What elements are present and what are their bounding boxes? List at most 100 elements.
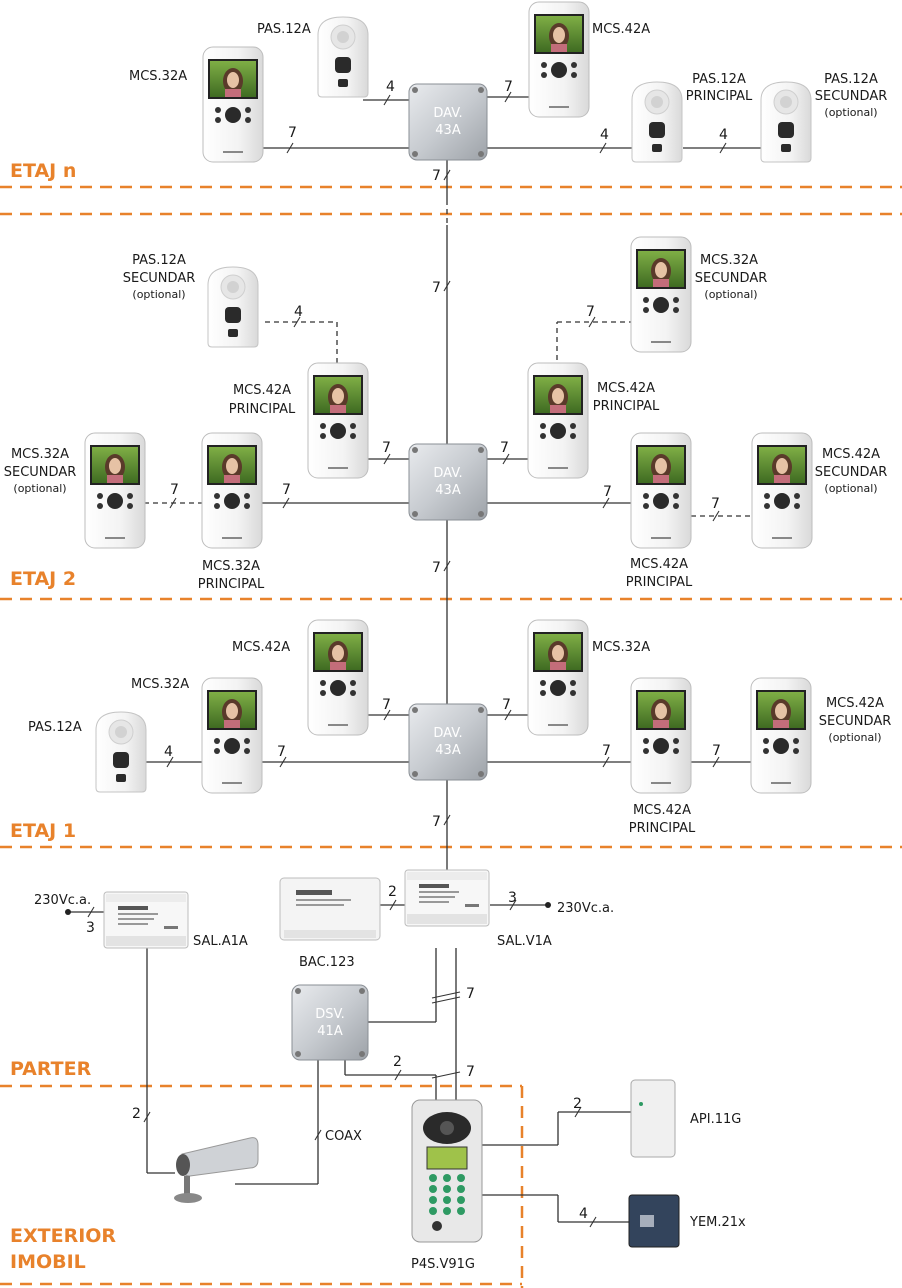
power-supply-icon (103, 891, 189, 949)
distributor-box-icon (408, 83, 488, 161)
monitor-icon (201, 677, 263, 794)
monitor-icon (527, 619, 589, 736)
distributor-label: 43A (435, 743, 461, 758)
device-label: MCS.32A (592, 640, 650, 655)
device-optional: (optional) (13, 482, 66, 495)
outdoor-panel-icon (411, 1099, 483, 1243)
wire-count: 7 (500, 440, 509, 456)
device-role: PRINCIPAL (629, 821, 696, 836)
device-optional: (optional) (824, 482, 877, 495)
dsv-box-icon (291, 984, 369, 1061)
monitor-icon (630, 677, 692, 794)
device-role: SECUNDAR (815, 89, 888, 104)
distributor-box-icon (408, 443, 488, 521)
floor-separators (0, 185, 902, 1288)
wire-count: 7 (432, 280, 441, 296)
device-optional: (optional) (132, 288, 185, 301)
monitor-icon (750, 677, 812, 794)
device-label: MCS.42A (630, 557, 688, 572)
dsv-label: 41A (317, 1024, 343, 1039)
wire-count: 4 (600, 127, 609, 143)
device-label: PAS.12A (824, 72, 878, 87)
wire-count: 7 (602, 743, 611, 759)
device-label: MCS.42A (826, 696, 884, 711)
wire-count: 7 (466, 1064, 475, 1080)
device-label: BAC.123 (299, 955, 355, 970)
device-label: MCS.42A (233, 383, 291, 398)
wire-count: 7 (277, 744, 286, 760)
distributor-label: 43A (435, 483, 461, 498)
device-label: MCS.42A (592, 22, 650, 37)
wire-count: 7 (288, 125, 297, 141)
device-role: PRINCIPAL (686, 89, 753, 104)
device-label: MCS.42A (232, 640, 290, 655)
device-role: PRINCIPAL (593, 399, 660, 414)
monitor-icon (201, 432, 263, 549)
device-label: PAS.12A (692, 72, 746, 87)
distributor-label: 43A (435, 123, 461, 138)
device-label: SAL.V1A (497, 934, 552, 949)
monitor-icon (202, 46, 264, 163)
monitor-icon (751, 432, 813, 549)
dsv-label: DSV. (315, 1007, 345, 1022)
wire-count: 7 (432, 814, 441, 830)
device-role: PRINCIPAL (198, 577, 265, 592)
audio-phone-icon (95, 711, 147, 793)
device-role: SECUNDAR (695, 271, 768, 286)
wire-count: 7 (603, 484, 612, 500)
wire-count: 4 (719, 127, 728, 143)
wire-ticks (87, 91, 727, 1228)
device-label: MCS.42A (822, 447, 880, 462)
camera-icon (174, 1137, 259, 1203)
device-label: MCS.32A (202, 559, 260, 574)
device-role: SECUNDAR (819, 714, 892, 729)
wire-count-labels: 7 4 7 4 4 7 7 7 7 4 7 7 7 7 7 7 4 7 7 7 … (86, 79, 728, 1222)
device-label: MCS.42A (633, 803, 691, 818)
power-supply-icon (404, 869, 490, 927)
monitor-icon (307, 619, 369, 736)
device-role: PRINCIPAL (229, 402, 296, 417)
floor-label-etaj-2: ETAJ 2 (10, 568, 76, 590)
mains-terminal-icon (545, 902, 551, 908)
wire-count: 7 (586, 304, 595, 320)
audio-phone-icon (760, 81, 812, 163)
electric-lock-icon (628, 1194, 680, 1248)
wire-count: 7 (432, 168, 441, 184)
wire-count: 7 (170, 482, 179, 498)
device-label: PAS.12A (132, 253, 186, 268)
device-label: API.11G (690, 1112, 741, 1127)
distributor-label: DAV. (433, 726, 462, 741)
device-label: MCS.32A (11, 447, 69, 462)
wire-count: 4 (294, 304, 303, 320)
wire-count: 3 (86, 920, 95, 936)
bac-power-supply-icon (279, 877, 381, 941)
wire-count: 7 (382, 440, 391, 456)
wire-count: 7 (466, 986, 475, 1002)
floor-label-parter: PARTER (10, 1058, 92, 1080)
device-role: SECUNDAR (123, 271, 196, 286)
monitor-icon (630, 432, 692, 549)
wire-count: 2 (132, 1106, 141, 1122)
monitor-icon (307, 362, 369, 479)
wire-count: 7 (712, 743, 721, 759)
device-role: SECUNDAR (815, 465, 888, 480)
device-label: PAS.12A (257, 22, 311, 37)
audio-phone-icon (207, 266, 259, 348)
device-optional: (optional) (704, 288, 757, 301)
device-label: SAL.A1A (193, 934, 248, 949)
device-label: MCS.32A (129, 69, 187, 84)
distributor-label: DAV. (433, 106, 462, 121)
coax-label: COAX (325, 1129, 362, 1144)
floor-label-imobil: IMOBIL (10, 1251, 86, 1273)
distributor-box-icon (408, 703, 488, 781)
device-role: PRINCIPAL (626, 575, 693, 590)
mains-terminal-icon (65, 909, 71, 915)
wire-count: 4 (386, 79, 395, 95)
device-label: YEM.21x (689, 1215, 746, 1230)
device-optional: (optional) (828, 731, 881, 744)
wire-count: 7 (382, 697, 391, 713)
mains-label: 230Vc.a. (34, 893, 91, 908)
device-label: MCS.32A (700, 253, 758, 268)
wire-count: 7 (432, 560, 441, 576)
